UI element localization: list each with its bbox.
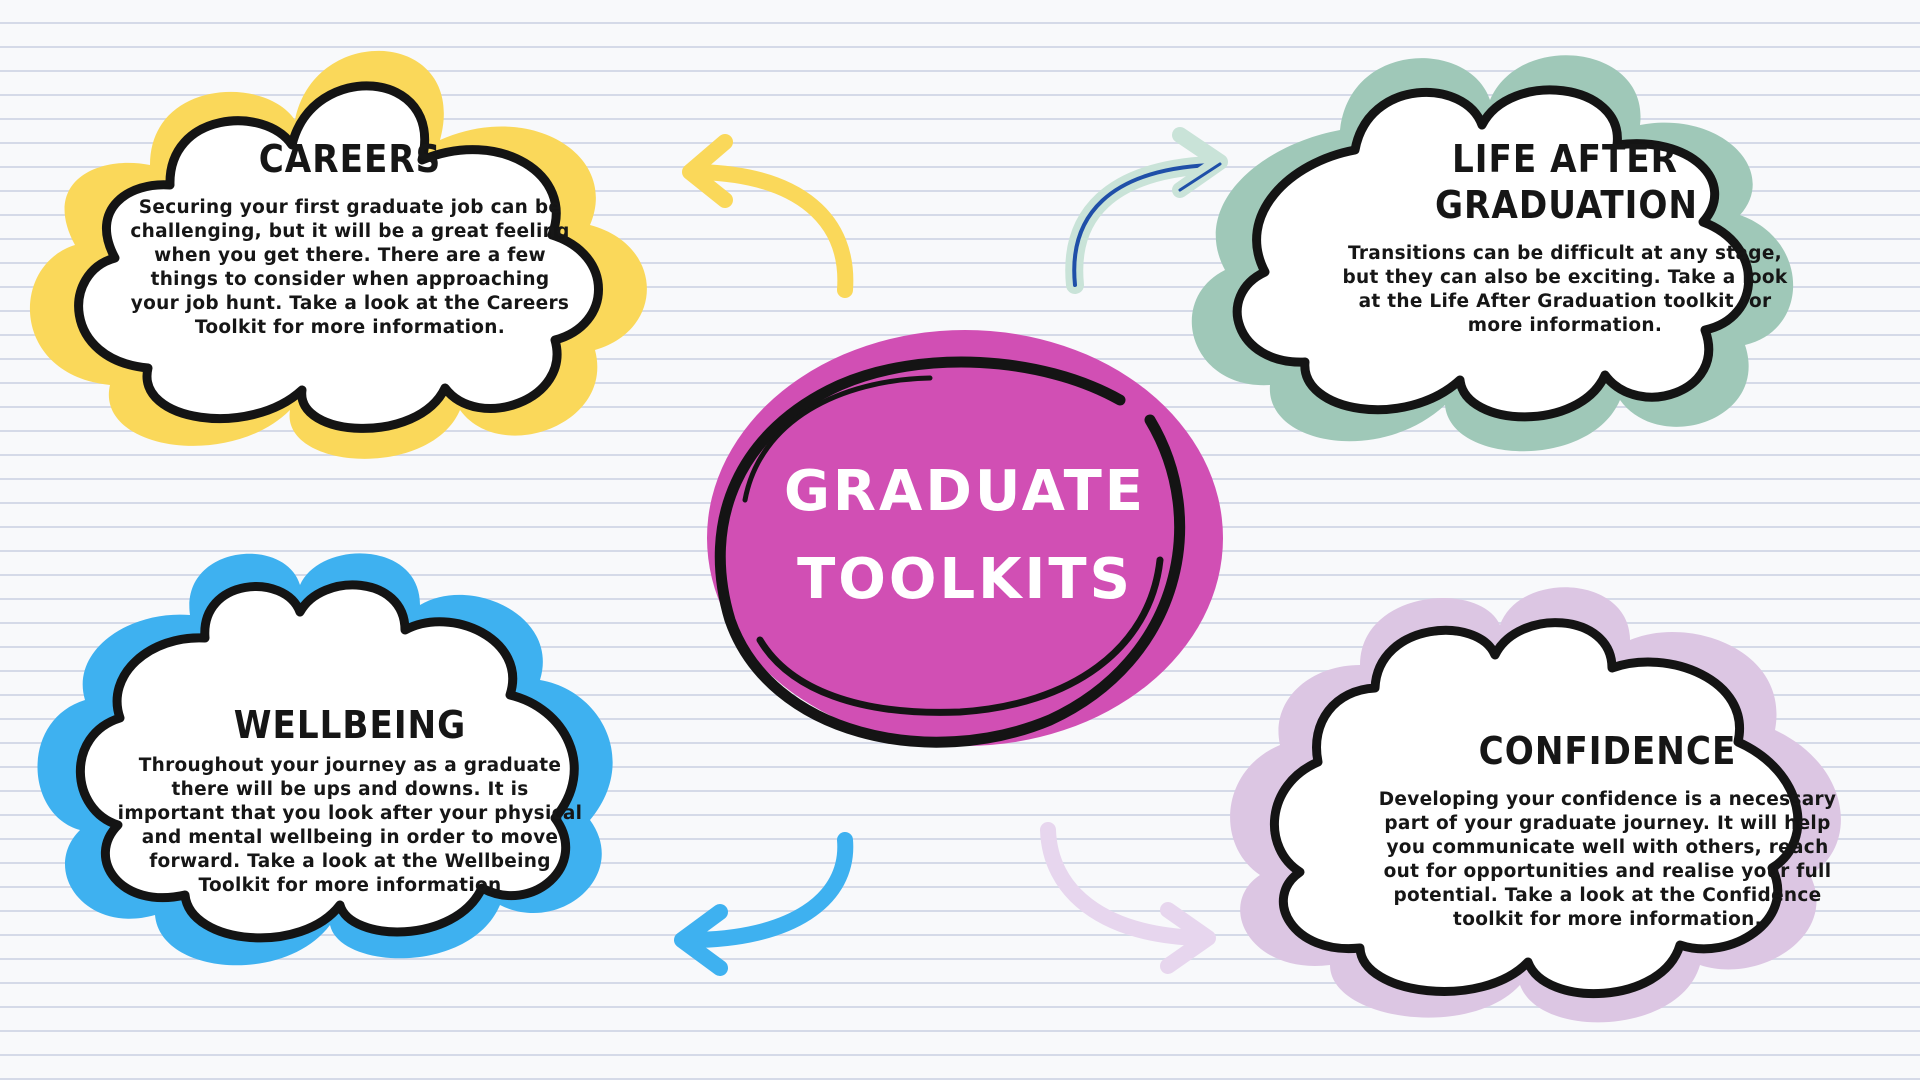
arrow-top-left-shaft	[692, 164, 854, 298]
wellbeing-cloud	[37, 553, 613, 966]
center-circle	[707, 330, 1223, 748]
arrow-top-left	[682, 134, 854, 298]
confidence-title: CONFIDENCE	[1478, 729, 1737, 773]
careers-node: CAREERS Securing your first graduate job…	[130, 136, 570, 340]
center-circle-scribble-3	[742, 375, 933, 503]
life-after-graduation-cloud	[1191, 55, 1794, 452]
arrow-top-right-head-accent	[1178, 162, 1222, 192]
confidence-description: Developing your confidence is a necessar…	[1378, 789, 1837, 930]
careers-cloud-body	[74, 81, 603, 433]
center-title-line-1: GRADUATE	[783, 459, 1147, 524]
center-circle-fill	[707, 330, 1223, 746]
life-after-graduation-description: Transitions can be difficult at any stag…	[1342, 243, 1788, 336]
careers-cloud	[29, 50, 647, 459]
arrow-top-left-head	[682, 134, 733, 208]
center-circle-scribble	[714, 356, 1186, 748]
life-after-graduation-node: LIFE AFTER GRADUATION Transitions can be…	[1330, 136, 1800, 338]
arrow-bottom-right	[1040, 822, 1216, 974]
life-after-graduation-cloud-body	[1232, 85, 1753, 422]
careers-description: Securing your first graduate job can be …	[130, 197, 570, 338]
confidence-cloud-body	[1269, 618, 1803, 999]
wellbeing-title: WELLBEING	[233, 703, 467, 747]
center-title-line-2: TOOLKITS	[797, 547, 1133, 612]
arrow-bottom-right-shaft	[1040, 822, 1208, 946]
arrow-top-right-accent	[1072, 163, 1212, 287]
careers-title: CAREERS	[258, 137, 442, 181]
arrow-bottom-left-head	[674, 904, 728, 976]
arrow-bottom-left	[674, 832, 854, 976]
arrow-bottom-left-shaft	[682, 832, 854, 948]
center-title: GRADUATE TOOLKITS	[735, 448, 1195, 624]
arrow-top-right	[1065, 127, 1228, 294]
life-after-graduation-title: LIFE AFTER GRADUATION	[1435, 137, 1699, 227]
wellbeing-description: Throughout your journey as a graduate th…	[117, 755, 583, 896]
confidence-node: CONFIDENCE Developing your confidence is…	[1370, 728, 1845, 932]
wellbeing-cloud-body	[75, 580, 579, 943]
arrow-bottom-right-head	[1160, 902, 1216, 974]
confidence-cloud	[1230, 587, 1841, 1023]
wellbeing-node: WELLBEING Throughout your journey as a g…	[115, 702, 585, 898]
center-circle-scribble-2	[756, 556, 1164, 716]
